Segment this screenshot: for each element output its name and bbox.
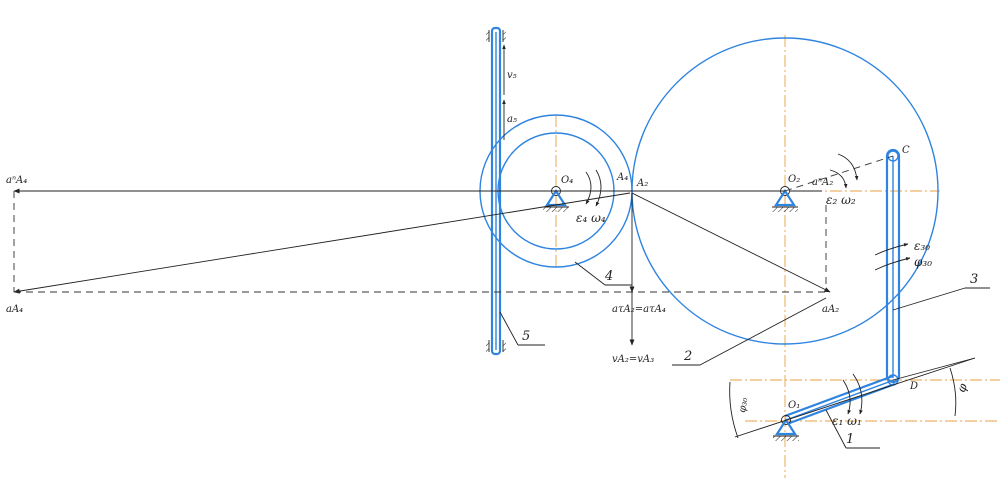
vector-a-a4 — [13, 192, 631, 294]
label-o4: O₄ — [561, 175, 573, 186]
pivot-o1 — [773, 415, 799, 441]
label-o1: O₁ — [788, 400, 800, 411]
dashed-o2-c — [784, 155, 894, 192]
label-o2: O₂ — [788, 174, 800, 185]
arc-omega4 — [595, 169, 602, 207]
part-number-1: 1 — [846, 432, 854, 447]
label-a5: a₅ — [507, 114, 517, 125]
vector-a-a2 — [631, 192, 831, 293]
arc-omega2 — [837, 153, 859, 181]
label-v5: v₅ — [507, 70, 517, 81]
arc-eps30 — [874, 243, 909, 256]
label-an-a2: aⁿA₂ — [812, 177, 833, 188]
label-eps2-omega2: ε₂ ω₂ — [826, 193, 856, 207]
phi-reference-line — [892, 357, 976, 381]
phi-arc — [949, 367, 957, 417]
phi30-arc — [729, 381, 739, 439]
link-3 — [885, 148, 901, 384]
label-phi30: φ₃₀ — [914, 255, 932, 269]
label-phi30-left: φ₃₀ — [737, 397, 750, 414]
leader-4 — [574, 261, 606, 286]
arc-omega1 — [852, 373, 863, 415]
leader-5 — [499, 311, 519, 346]
label-eps30: ε₃₀ — [914, 239, 930, 253]
part-number-4: 4 — [604, 269, 613, 284]
label-a-a4: aA₄ — [6, 304, 23, 315]
arc-phi30 — [874, 257, 911, 271]
part-number-3: 3 — [970, 272, 978, 287]
leader-2 — [699, 297, 827, 366]
arc-eps2 — [829, 169, 848, 189]
rack-5-bottom-guide — [486, 340, 506, 352]
label-an-a4: aⁿA₄ — [6, 175, 27, 186]
rack-5-top-guide — [486, 30, 506, 42]
label-phi: φ — [954, 381, 970, 394]
leader-3 — [892, 287, 966, 311]
label-va: vA₂=vA₃ — [612, 354, 654, 365]
label-a4: A₄ — [616, 172, 628, 183]
part-number-2: 2 — [683, 349, 692, 364]
arc-eps1 — [842, 379, 851, 415]
label-d: D — [909, 381, 918, 392]
leader-1 — [825, 409, 847, 449]
label-eps4-omega4: ε₄ ω₄ — [576, 211, 606, 225]
joint-c — [887, 150, 899, 162]
label-c: C — [902, 145, 910, 156]
part-number-5: 5 — [522, 329, 530, 344]
label-eps1-omega1: ε₁ ω₁ — [832, 414, 862, 428]
phi-base-line — [734, 357, 976, 438]
label-at: aτA₂=aτA₄ — [612, 304, 666, 315]
arc-eps4 — [585, 171, 592, 205]
label-a-a2: aA₂ — [822, 304, 839, 315]
label-a2: A₂ — [636, 178, 648, 189]
